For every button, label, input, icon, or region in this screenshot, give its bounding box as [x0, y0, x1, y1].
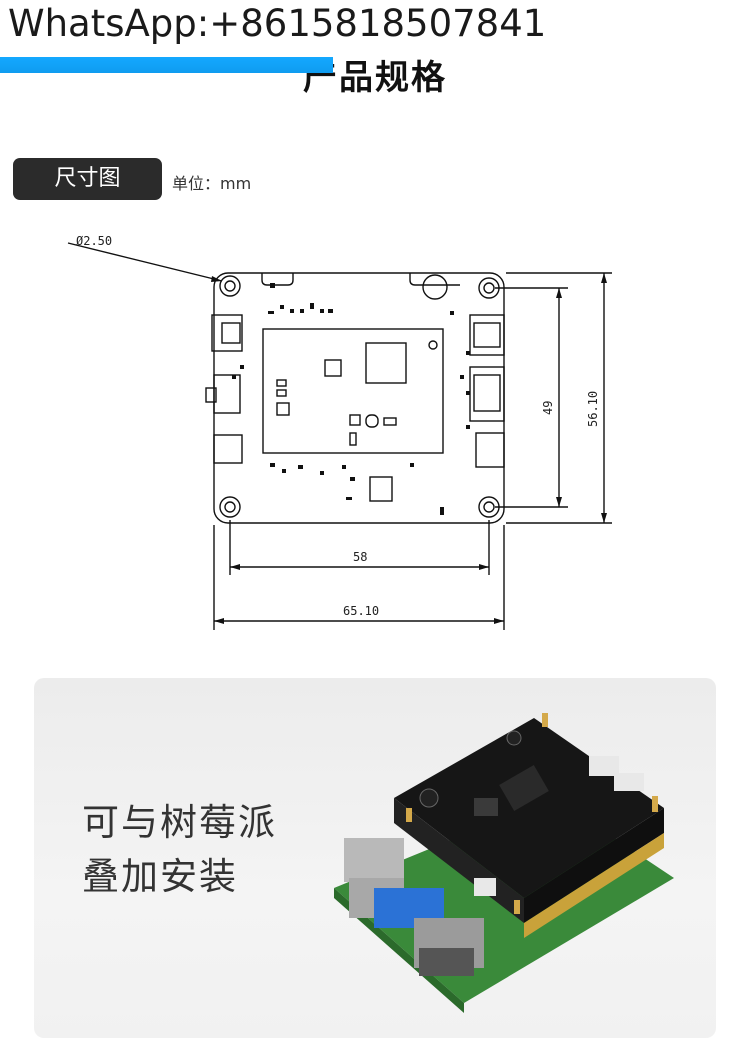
- size-drawing-tab: 尺寸图: [13, 158, 162, 200]
- hole-spacing-horizontal-label: 58: [353, 550, 367, 564]
- hole-spacing-vertical-label: 49: [541, 401, 555, 415]
- board-height-label: 56.10: [586, 391, 600, 427]
- caption-line-1: 可与树莓派: [82, 801, 277, 844]
- unit-label: 单位：mm: [172, 174, 252, 193]
- product-photo-card: 可与树莓派 叠加安装: [34, 678, 716, 1038]
- stacked-board-image: [334, 713, 674, 1013]
- watermark-text: WhatsApp:+8615818507841: [8, 2, 547, 45]
- hole-diameter-label: Ø2.50: [76, 234, 112, 248]
- board-width-label: 65.10: [343, 604, 379, 618]
- dimension-drawing: Ø2.50 58 65.10 49 56.10: [67, 234, 612, 630]
- accent-bar: [0, 57, 333, 73]
- photo-caption: 可与树莓派 叠加安装: [82, 796, 277, 904]
- caption-line-2: 叠加安装: [82, 855, 238, 898]
